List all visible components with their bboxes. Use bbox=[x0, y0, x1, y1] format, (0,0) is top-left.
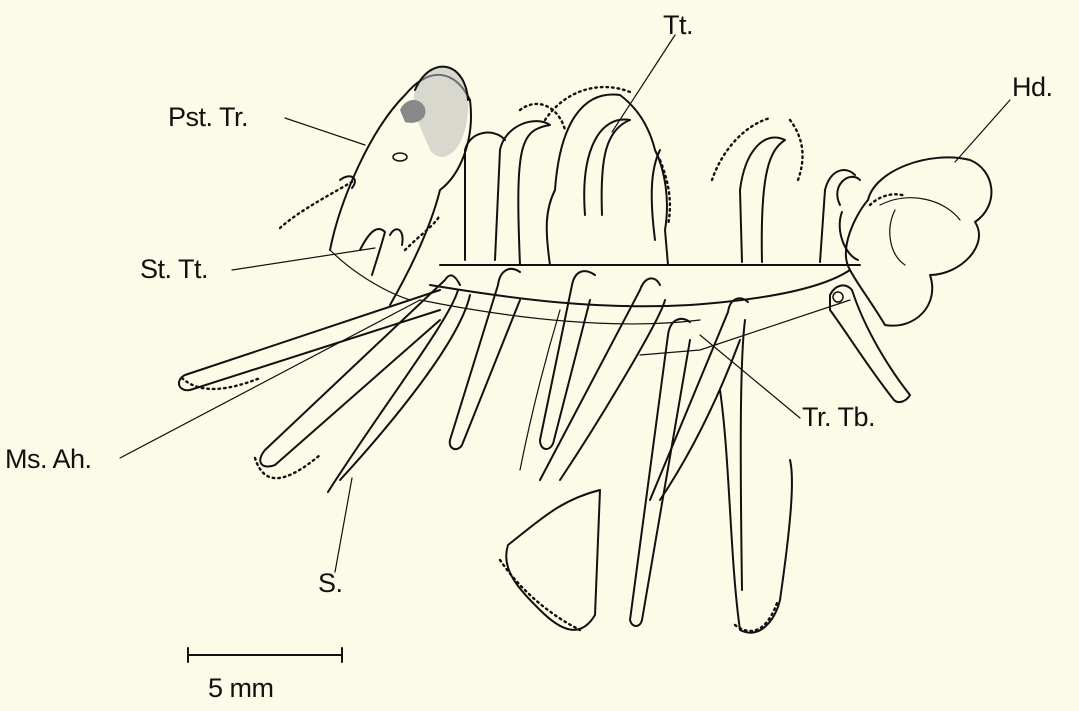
leader-hd bbox=[955, 100, 1010, 162]
leader-ms-ah bbox=[120, 300, 420, 458]
leader-tt bbox=[612, 35, 675, 132]
label-s: S. bbox=[318, 570, 343, 597]
label-st-tt: St. Tt. bbox=[140, 256, 208, 283]
leader-tr-tb bbox=[700, 335, 800, 418]
appendages bbox=[179, 269, 910, 633]
scale-bar-label: 5 mm bbox=[208, 675, 274, 702]
label-hd: Hd. bbox=[1012, 74, 1053, 101]
label-tr-tb: Tr. Tb. bbox=[802, 404, 875, 431]
label-pst-tr: Pst. Tr. bbox=[168, 104, 248, 131]
scale-bar bbox=[188, 648, 342, 662]
label-tt: Tt. bbox=[663, 12, 693, 39]
posterior-region bbox=[280, 67, 471, 305]
leader-pst-tr bbox=[285, 118, 365, 145]
leader-s bbox=[335, 478, 352, 572]
label-ms-ah: Ms. Ah. bbox=[5, 446, 92, 473]
body-trunk bbox=[420, 265, 860, 355]
leader-st-tt bbox=[232, 248, 375, 270]
head bbox=[837, 157, 991, 325]
tentacles bbox=[465, 87, 855, 265]
